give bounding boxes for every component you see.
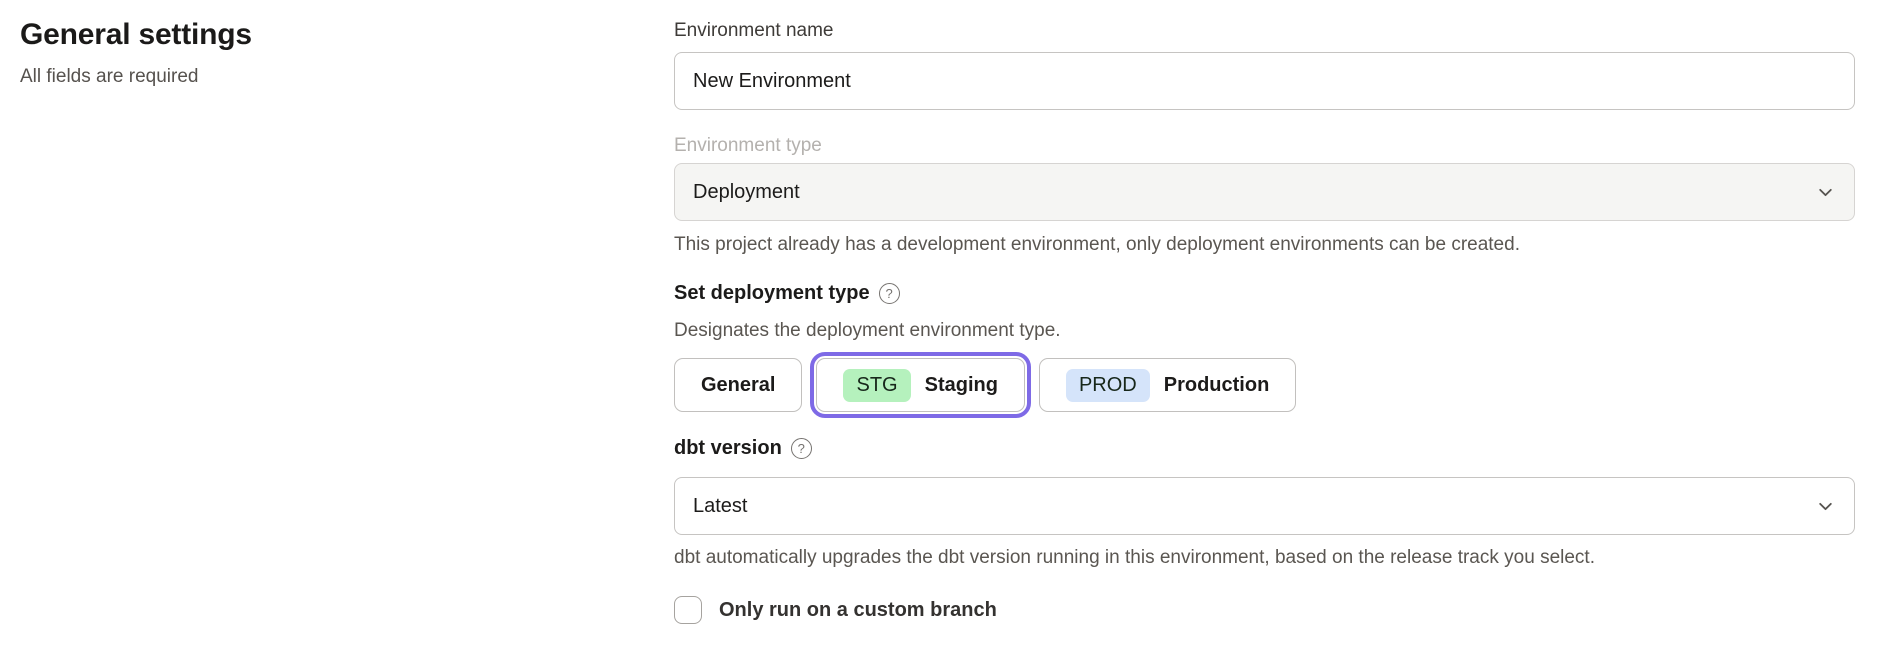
environment-type-label: Environment type	[674, 135, 822, 156]
help-icon[interactable]: ?	[878, 283, 900, 304]
help-icon[interactable]: ?	[790, 438, 812, 459]
production-badge: PROD	[1065, 368, 1150, 402]
deployment-type-staging-button[interactable]: STG Staging	[810, 352, 1031, 418]
deployment-type-options: General STG Staging PROD Production	[674, 352, 1297, 418]
page-title: General settings	[20, 18, 252, 51]
custom-branch-label: Only run on a custom branch	[719, 598, 997, 621]
staging-badge: STG	[843, 368, 911, 402]
general-settings-form: Environment name Environment type Deploy…	[674, 0, 1855, 660]
chevron-down-icon	[1817, 498, 1834, 515]
settings-intro: General settings All fields are required	[20, 18, 540, 88]
deployment-type-heading-text: Set deployment type	[674, 282, 870, 304]
environment-name-label: Environment name	[674, 20, 834, 41]
dbt-version-helper: dbt automatically upgrades the dbt versi…	[674, 547, 1595, 568]
environment-type-value: Deployment	[693, 180, 800, 203]
dbt-version-heading-text: dbt version	[674, 437, 782, 459]
deployment-type-description: Designates the deployment environment ty…	[674, 320, 1061, 341]
deployment-type-heading: Set deployment type ?	[674, 282, 900, 305]
deployment-type-production-button[interactable]: PROD Production	[1038, 358, 1297, 412]
deployment-type-general-label: General	[701, 373, 776, 396]
dbt-version-value: Latest	[693, 494, 748, 517]
custom-branch-row: Only run on a custom branch	[674, 596, 997, 624]
deployment-type-general-button[interactable]: General	[674, 358, 803, 412]
dbt-version-heading: dbt version ?	[674, 437, 812, 460]
deployment-type-production-label: Production	[1163, 373, 1270, 396]
environment-type-select[interactable]: Deployment	[674, 163, 1855, 221]
chevron-down-icon	[1817, 184, 1834, 201]
custom-branch-checkbox[interactable]	[674, 596, 702, 624]
environment-type-helper: This project already has a development e…	[674, 234, 1520, 255]
page-subtitle: All fields are required	[20, 66, 199, 87]
dbt-version-select[interactable]: Latest	[674, 477, 1855, 535]
deployment-type-staging-label: Staging	[924, 373, 998, 396]
environment-name-input[interactable]	[674, 52, 1855, 110]
